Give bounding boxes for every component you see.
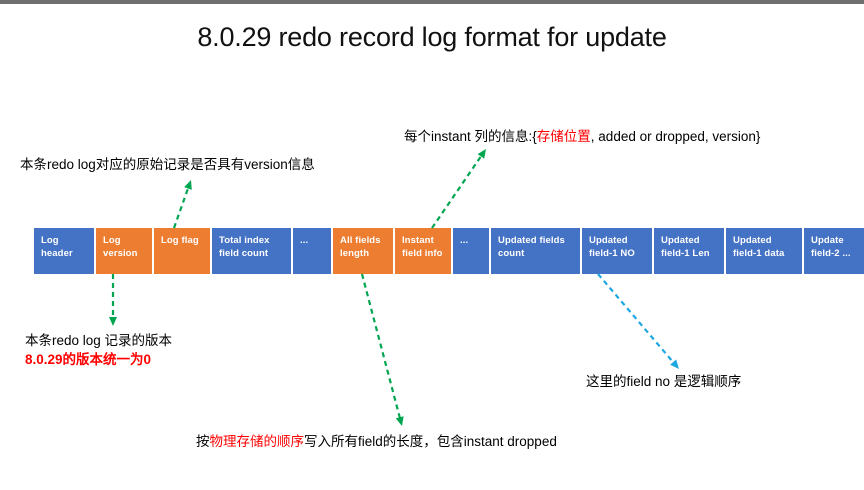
- format-cell-line1: Instant: [402, 235, 434, 246]
- format-cell-line1: Log flag: [161, 235, 199, 246]
- arrow-log-version: [109, 274, 117, 326]
- top-rule-divider: [0, 0, 864, 4]
- annotation-instant-info-prefix: 每个instant 列的信息:{: [404, 129, 537, 144]
- format-cell-line1: Log: [41, 235, 59, 246]
- format-cell-line2: header: [41, 247, 73, 259]
- arrow-field-no-head: [670, 359, 679, 369]
- arrow-physical-order-head: [395, 416, 404, 426]
- arrow-instant-info: [431, 149, 486, 229]
- format-cell-line2: field-1 data: [733, 247, 785, 259]
- format-cell-line2: field count: [219, 247, 269, 259]
- format-cell-line1: ...: [460, 235, 469, 246]
- arrow-field-no: [597, 273, 679, 369]
- arrow-instant-info-head: [477, 149, 486, 159]
- arrow-version-present-head: [184, 180, 192, 190]
- format-cell-line2: field-1 NO: [589, 247, 635, 259]
- format-cell-line2: count: [498, 247, 525, 259]
- format-cell: ...: [293, 228, 331, 274]
- format-cell: Log flag: [154, 228, 210, 274]
- arrow-physical-order-shaft: [360, 273, 402, 421]
- annotation-physical-order-prefix: 按: [196, 434, 210, 449]
- format-cell-line1: Updated: [733, 235, 772, 246]
- annotation-physical-order-suffix: 写入所有field的长度，包含instant dropped: [304, 434, 557, 449]
- arrow-instant-info-shaft: [431, 153, 484, 229]
- arrow-physical-order: [360, 273, 404, 426]
- annotation-version-present-text: 本条redo log对应的原始记录是否具有version信息: [20, 157, 315, 172]
- format-cell-line1: Total index: [219, 235, 270, 246]
- arrow-version-present: [172, 180, 192, 229]
- annotation-version-present: 本条redo log对应的原始记录是否具有version信息: [20, 155, 315, 174]
- format-cell-line1: Updated fields: [498, 235, 565, 246]
- annotation-log-version: 本条redo log 记录的版本 8.0.29的版本统一为0: [25, 331, 172, 369]
- format-cell-line2: field info: [402, 247, 443, 259]
- format-cell-line2: field-1 Len: [661, 247, 710, 259]
- annotation-physical-order-highlight: 物理存储的顺序: [209, 434, 305, 449]
- format-cell: ...: [453, 228, 489, 274]
- arrow-version-present-shaft: [172, 185, 191, 229]
- arrow-field-no-shaft: [597, 273, 676, 366]
- annotation-instant-info: 每个instant 列的信息:{存储位置, added or dropped, …: [404, 127, 760, 146]
- format-cell-line1: All fields: [340, 235, 381, 246]
- annotation-field-no-text: 这里的field no 是逻辑顺序: [586, 374, 742, 389]
- annotation-field-no: 这里的field no 是逻辑顺序: [586, 372, 741, 391]
- format-cell-line2: length: [340, 247, 370, 259]
- annotation-instant-info-highlight: 存储位置: [536, 129, 591, 144]
- format-cell-line2: version: [103, 247, 138, 259]
- format-cell-line1: ...: [300, 235, 309, 246]
- format-cell-line2: field-2 ...: [811, 247, 851, 259]
- format-cell-line1: Update: [811, 235, 844, 246]
- annotation-physical-order: 按物理存储的顺序写入所有field的长度，包含instant dropped: [196, 432, 557, 451]
- format-cell-line1: Log: [103, 235, 121, 246]
- arrow-log-version-head: [109, 317, 117, 326]
- format-cell-line1: Updated: [661, 235, 700, 246]
- annotation-log-version-line1: 本条redo log 记录的版本: [25, 333, 173, 348]
- format-cell-line1: Updated: [589, 235, 628, 246]
- annotation-log-version-line2: 8.0.29的版本统一为0: [25, 352, 152, 367]
- page-title: 8.0.29 redo record log format for update: [197, 22, 667, 52]
- annotation-instant-info-suffix: , added or dropped, version}: [590, 129, 761, 144]
